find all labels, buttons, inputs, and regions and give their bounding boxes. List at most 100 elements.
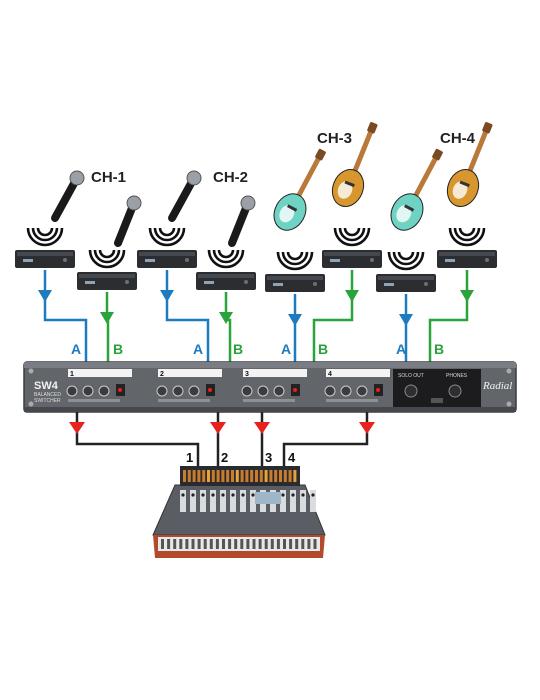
console-meter	[212, 470, 215, 482]
console-meter	[279, 470, 282, 482]
console-channel-strip	[210, 490, 216, 512]
mic-grille	[127, 196, 141, 210]
console-fader	[210, 539, 213, 549]
console-knob	[211, 493, 214, 496]
output-1-label: 1	[186, 450, 193, 465]
channel-label-strip	[326, 369, 390, 377]
output-3-label: 3	[265, 450, 272, 465]
guitar-neck	[351, 130, 374, 176]
channel-1-b-label: B	[113, 341, 123, 357]
signal-arc	[288, 252, 302, 259]
console-channel-strip	[190, 490, 196, 512]
signal-arc	[160, 228, 174, 235]
channel-knob	[189, 386, 199, 396]
wireless-signal-icon	[28, 228, 62, 245]
wireless-receiver	[15, 250, 75, 268]
microphone-icon	[118, 196, 141, 243]
channel-knob	[258, 386, 268, 396]
receiver-display	[445, 259, 455, 262]
channel-3-b-label: B	[318, 341, 328, 357]
solo-level-knob[interactable]	[405, 385, 417, 397]
console-meter	[289, 470, 292, 482]
brand-logo: Radial	[482, 380, 512, 392]
console-meter	[188, 470, 191, 482]
console-channel-strip	[300, 490, 306, 512]
console-fader	[179, 539, 182, 549]
channel-led	[376, 388, 380, 392]
signal-arc	[345, 228, 359, 235]
output-1-arrow	[69, 422, 85, 434]
signal-arc	[399, 252, 413, 259]
phones-jack[interactable]	[431, 398, 443, 403]
electric-guitar-icon	[268, 143, 336, 236]
output-2-label: 2	[221, 450, 228, 465]
console-meter	[202, 470, 205, 482]
wireless-signal-icon	[450, 228, 484, 245]
receiver-display	[23, 259, 33, 262]
console-meter	[250, 470, 253, 482]
console-meter	[226, 470, 229, 482]
signal-arc	[219, 250, 233, 257]
console-fader	[283, 539, 286, 549]
channel-control-strip	[158, 399, 210, 402]
console-meter	[284, 470, 287, 482]
console-fader	[259, 539, 262, 549]
rack-screw	[507, 402, 512, 407]
phones-label: PHONES	[446, 373, 468, 379]
console-fader	[173, 539, 176, 549]
output-4-arrow	[359, 422, 375, 434]
console-channel-strip	[290, 490, 296, 512]
microphone-icon	[232, 196, 255, 243]
signal-arc	[38, 228, 52, 235]
channel-slot-number: 2	[160, 371, 164, 378]
rack-screw	[29, 369, 34, 374]
console-meter	[231, 470, 234, 482]
console-meter	[197, 470, 200, 482]
channel-label-strip	[68, 369, 132, 377]
channel-knob	[341, 386, 351, 396]
console-channel-strip	[220, 490, 226, 512]
wireless-receivers	[15, 250, 497, 292]
wireless-receiver	[265, 274, 325, 292]
channel-3-label: CH-3	[317, 130, 352, 147]
console-screen	[255, 492, 281, 504]
output-3-arrow	[254, 422, 270, 434]
receiver-knob	[244, 280, 248, 284]
output-1-cable	[77, 412, 198, 482]
channel-led	[118, 388, 122, 392]
console-meter	[236, 470, 239, 482]
console-knob	[291, 493, 294, 496]
wireless-receiver	[437, 250, 497, 268]
guitar-neck	[294, 156, 321, 201]
microphone-icon	[55, 171, 84, 218]
channel-control-strip	[68, 399, 120, 402]
channel-label-strip	[158, 369, 222, 377]
receiver-display	[330, 259, 340, 262]
console-meter	[241, 470, 244, 482]
ch2-a-arrow	[160, 290, 174, 302]
receiver-knob	[424, 282, 428, 286]
ch1-a-arrow	[38, 290, 52, 302]
receiver-top	[198, 274, 254, 278]
channel-4-label: CH-4	[440, 130, 476, 147]
electric-guitar-icon	[385, 143, 453, 236]
channel-slot-number: 1	[70, 371, 74, 378]
channel-knob	[67, 386, 77, 396]
phones-level-knob[interactable]	[449, 385, 461, 397]
console-fader	[314, 539, 317, 549]
rack-screw	[29, 402, 34, 407]
channel-2-b-label: B	[233, 341, 243, 357]
receiver-top	[139, 252, 195, 256]
channel-2-a-label: A	[193, 341, 203, 357]
console-top	[153, 485, 325, 535]
channel-4-a-label: A	[396, 341, 406, 357]
receiver-knob	[313, 282, 317, 286]
receiver-top	[267, 276, 323, 280]
console-fader	[234, 539, 237, 549]
console-fader	[307, 539, 310, 549]
channel-2-label: CH-2	[213, 169, 248, 186]
wireless-receiver	[77, 272, 137, 290]
ch3-a-arrow	[288, 314, 302, 326]
console-knob	[301, 493, 304, 496]
